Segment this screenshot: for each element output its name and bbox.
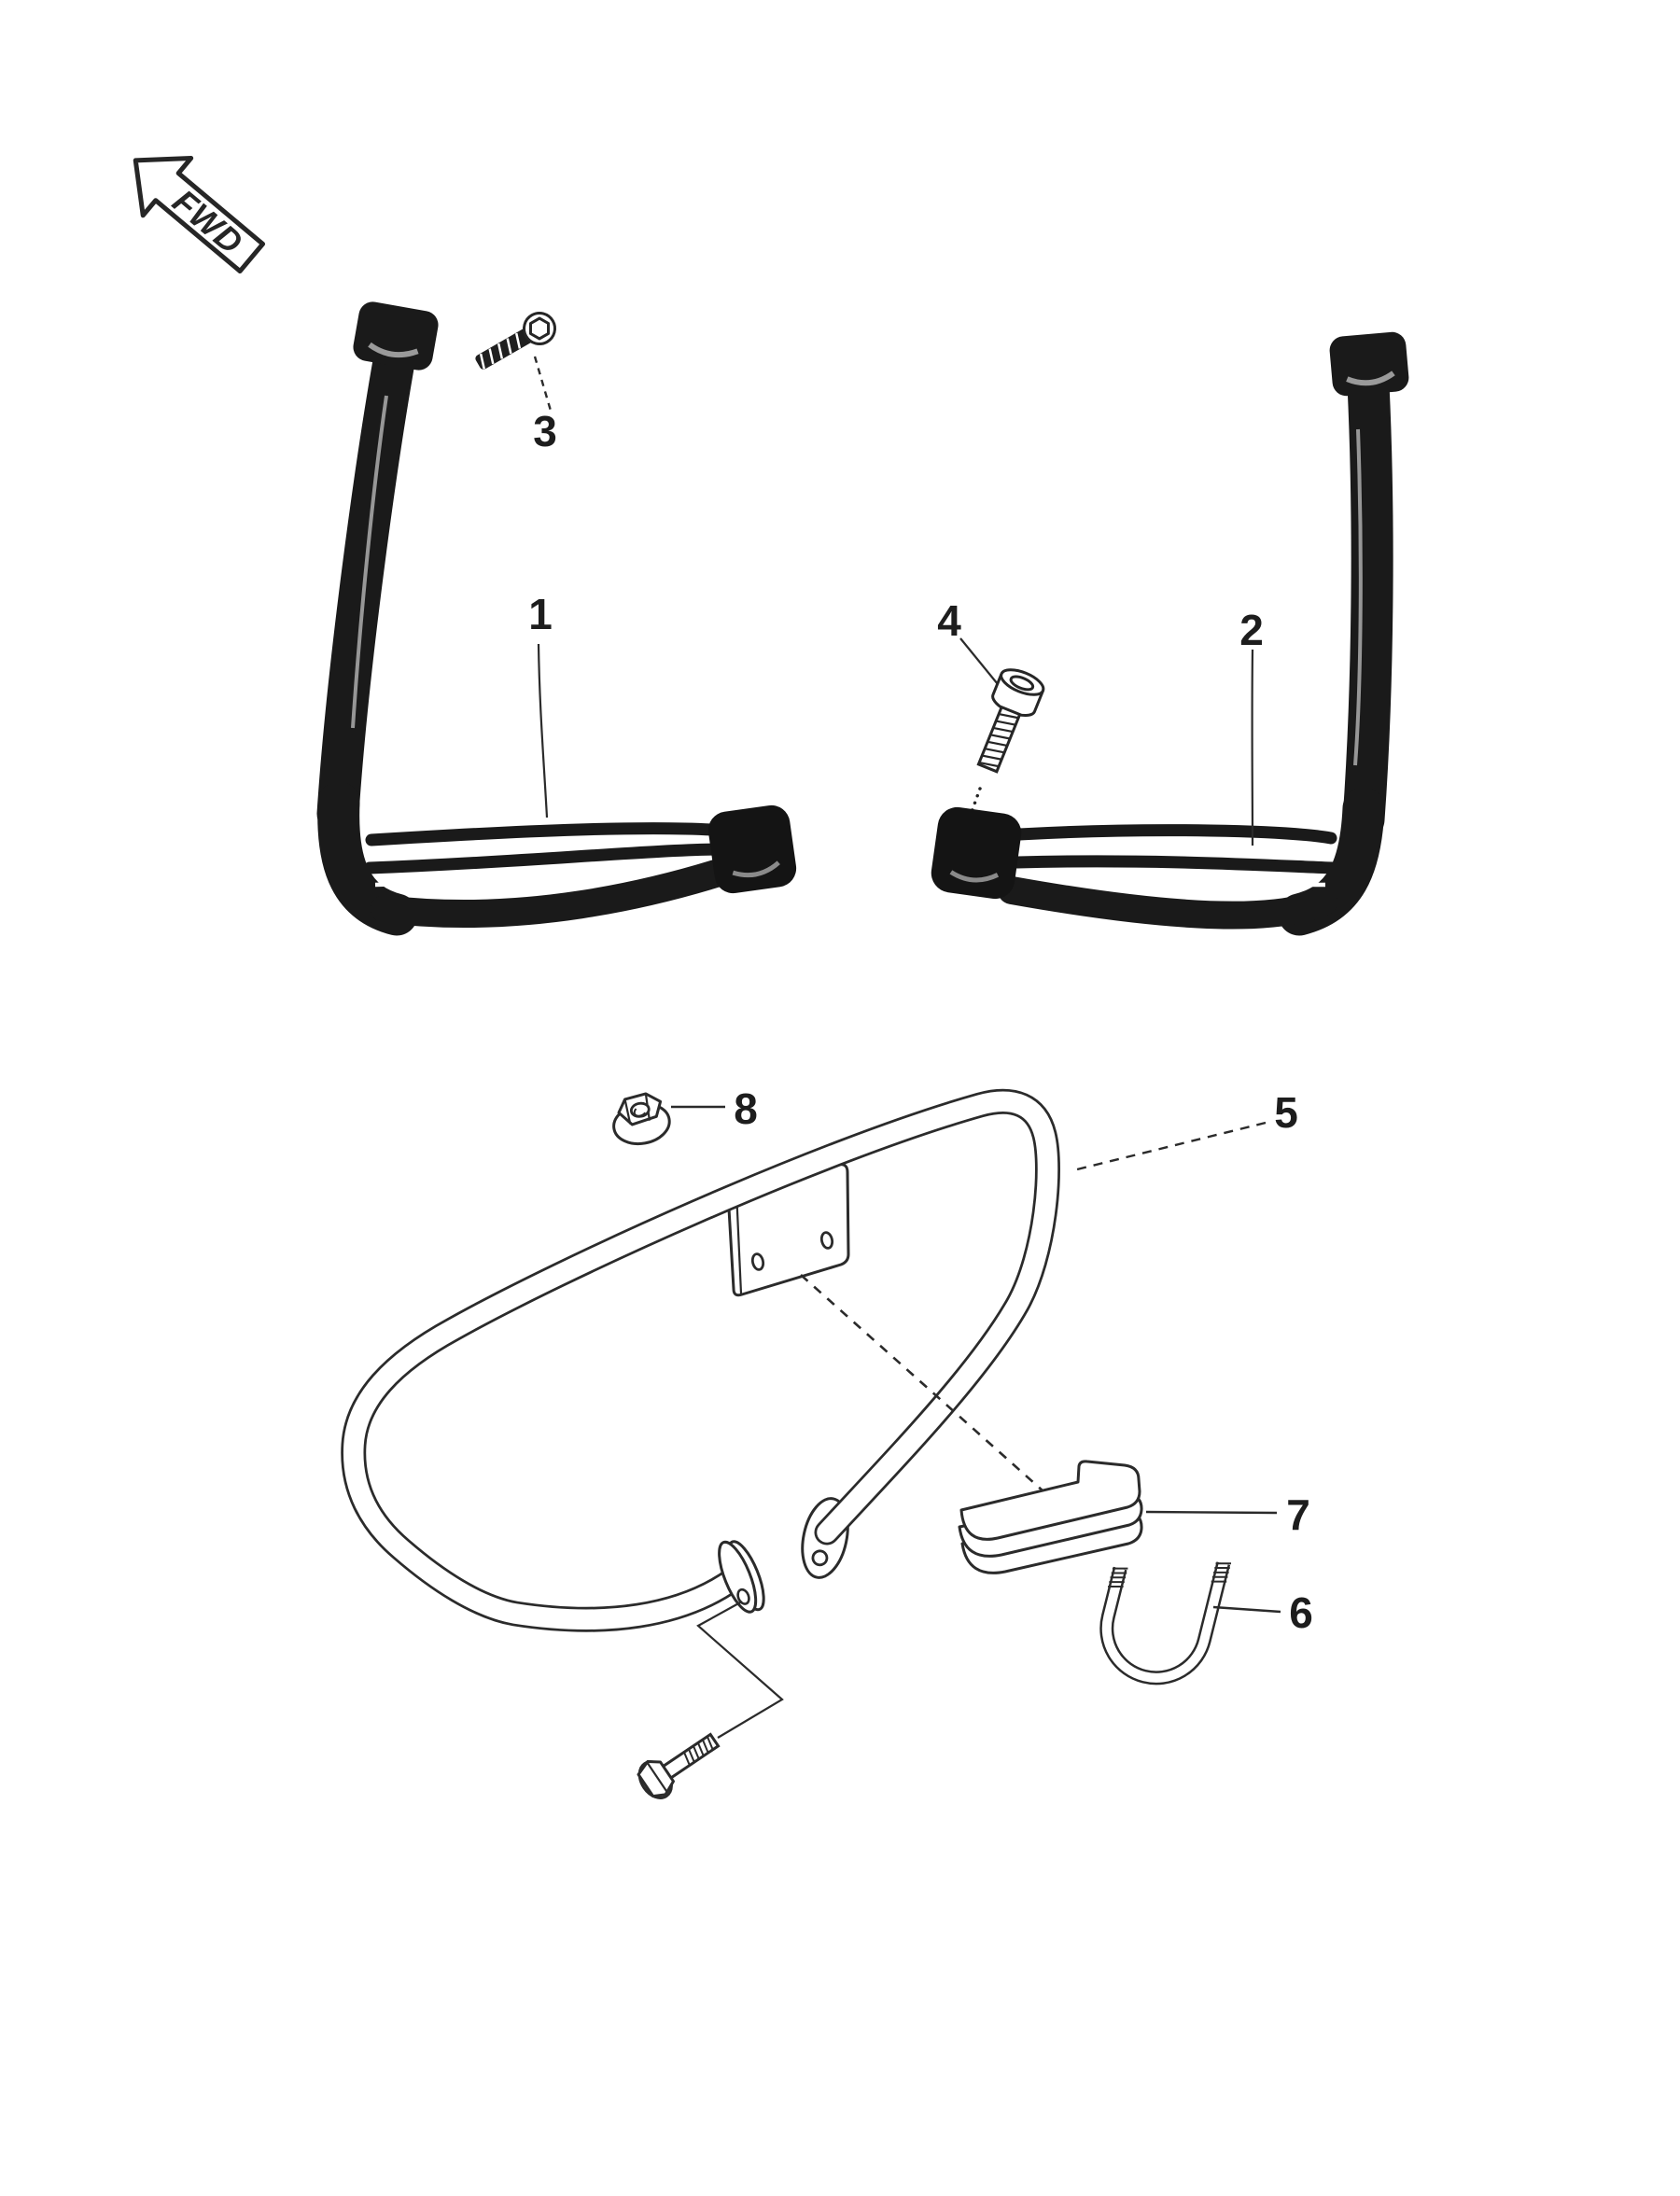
guard-right-end-cap: [931, 806, 1022, 900]
guard-right-main-tube: [1342, 363, 1393, 841]
loop-tube-outline: [341, 1088, 1060, 1632]
loop-end-flange: [718, 1540, 765, 1614]
part-u-bolt: [1099, 1561, 1232, 1685]
callout-1: 1: [528, 590, 553, 638]
fwd-arrow-outline: [133, 156, 266, 274]
part-flange-bolt-small: [475, 312, 556, 370]
guard-right-top-cap: [1329, 331, 1409, 397]
guard-right-cluster-gap1: [1022, 841, 1330, 854]
part-engine-guard-left: [316, 301, 797, 936]
guard-right-cluster-top-tube: [1013, 824, 1337, 845]
bolt4-thread-hatching: [978, 713, 1019, 768]
bolt3-hex-head: [528, 316, 551, 341]
bracket-hole-right: [819, 1231, 834, 1250]
callout-3: 3: [533, 407, 557, 455]
guard-left-cluster-gap1: [372, 836, 721, 856]
guard-left-end-cap: [707, 804, 797, 894]
guard-left-cluster-gap2: [374, 860, 720, 888]
guard-left-top-cap: [353, 301, 439, 371]
guard-right-cluster-bottom-tube: [998, 876, 1337, 930]
guard-left-cluster-bottom-tube: [371, 854, 748, 929]
part-engine-guard-right: [931, 331, 1409, 936]
leader-line-3: [533, 356, 553, 412]
leader-line-1: [537, 643, 549, 818]
leader-dotted-4: [965, 787, 982, 827]
part-guard-loop-assembly: [341, 1088, 1060, 1632]
leader-line-6: [1212, 1605, 1281, 1614]
bolt3-shank: [475, 328, 535, 370]
guard-left-main-tube: [316, 335, 416, 835]
guard-right-cluster-gap2: [1020, 874, 1326, 888]
guard-left-cluster-mid-tube: [363, 843, 733, 874]
leader-line-4: [959, 637, 1002, 690]
guard-right-tube-highlight: [1353, 428, 1363, 766]
callout-8: 8: [734, 1084, 758, 1133]
ubolt-outline: [1099, 1561, 1231, 1685]
callout-6: 6: [1289, 1588, 1313, 1637]
callout-7: 7: [1286, 1490, 1310, 1539]
callout-5: 5: [1274, 1088, 1298, 1137]
part-mount-pad: [958, 1460, 1143, 1574]
ubolt-thread-hatching: [1108, 1562, 1232, 1588]
guard-right-cluster-mid-tube: [1011, 855, 1339, 874]
pad-top-layer: [959, 1460, 1141, 1541]
bolt3-thread-hatching: [479, 332, 522, 370]
loop-tube-core: [343, 1091, 1058, 1630]
lower-bolt-thread-hatching: [683, 1736, 714, 1766]
leader-line-7: [1145, 1510, 1278, 1515]
leader-zigzag-lower-bolt: [696, 1601, 784, 1739]
fwd-arrow-icon: FWD: [133, 156, 266, 274]
bracket-hole-left: [750, 1252, 765, 1271]
guard-left-cluster-top-tube: [365, 822, 733, 846]
guard-left-tube-highlight: [351, 395, 388, 729]
part-flange-bolt-lower: [637, 1732, 721, 1799]
leader-line-5: [1072, 1121, 1267, 1172]
callout-2: 2: [1239, 606, 1264, 654]
part-socket-cap-screw: [976, 668, 1045, 774]
callout-4: 4: [937, 596, 961, 645]
bolt4-socket: [1009, 675, 1035, 692]
assembly-dashed-plate-to-pad: [800, 1274, 1044, 1492]
part-flange-nut: [612, 1092, 671, 1146]
ubolt-core: [1101, 1561, 1228, 1683]
